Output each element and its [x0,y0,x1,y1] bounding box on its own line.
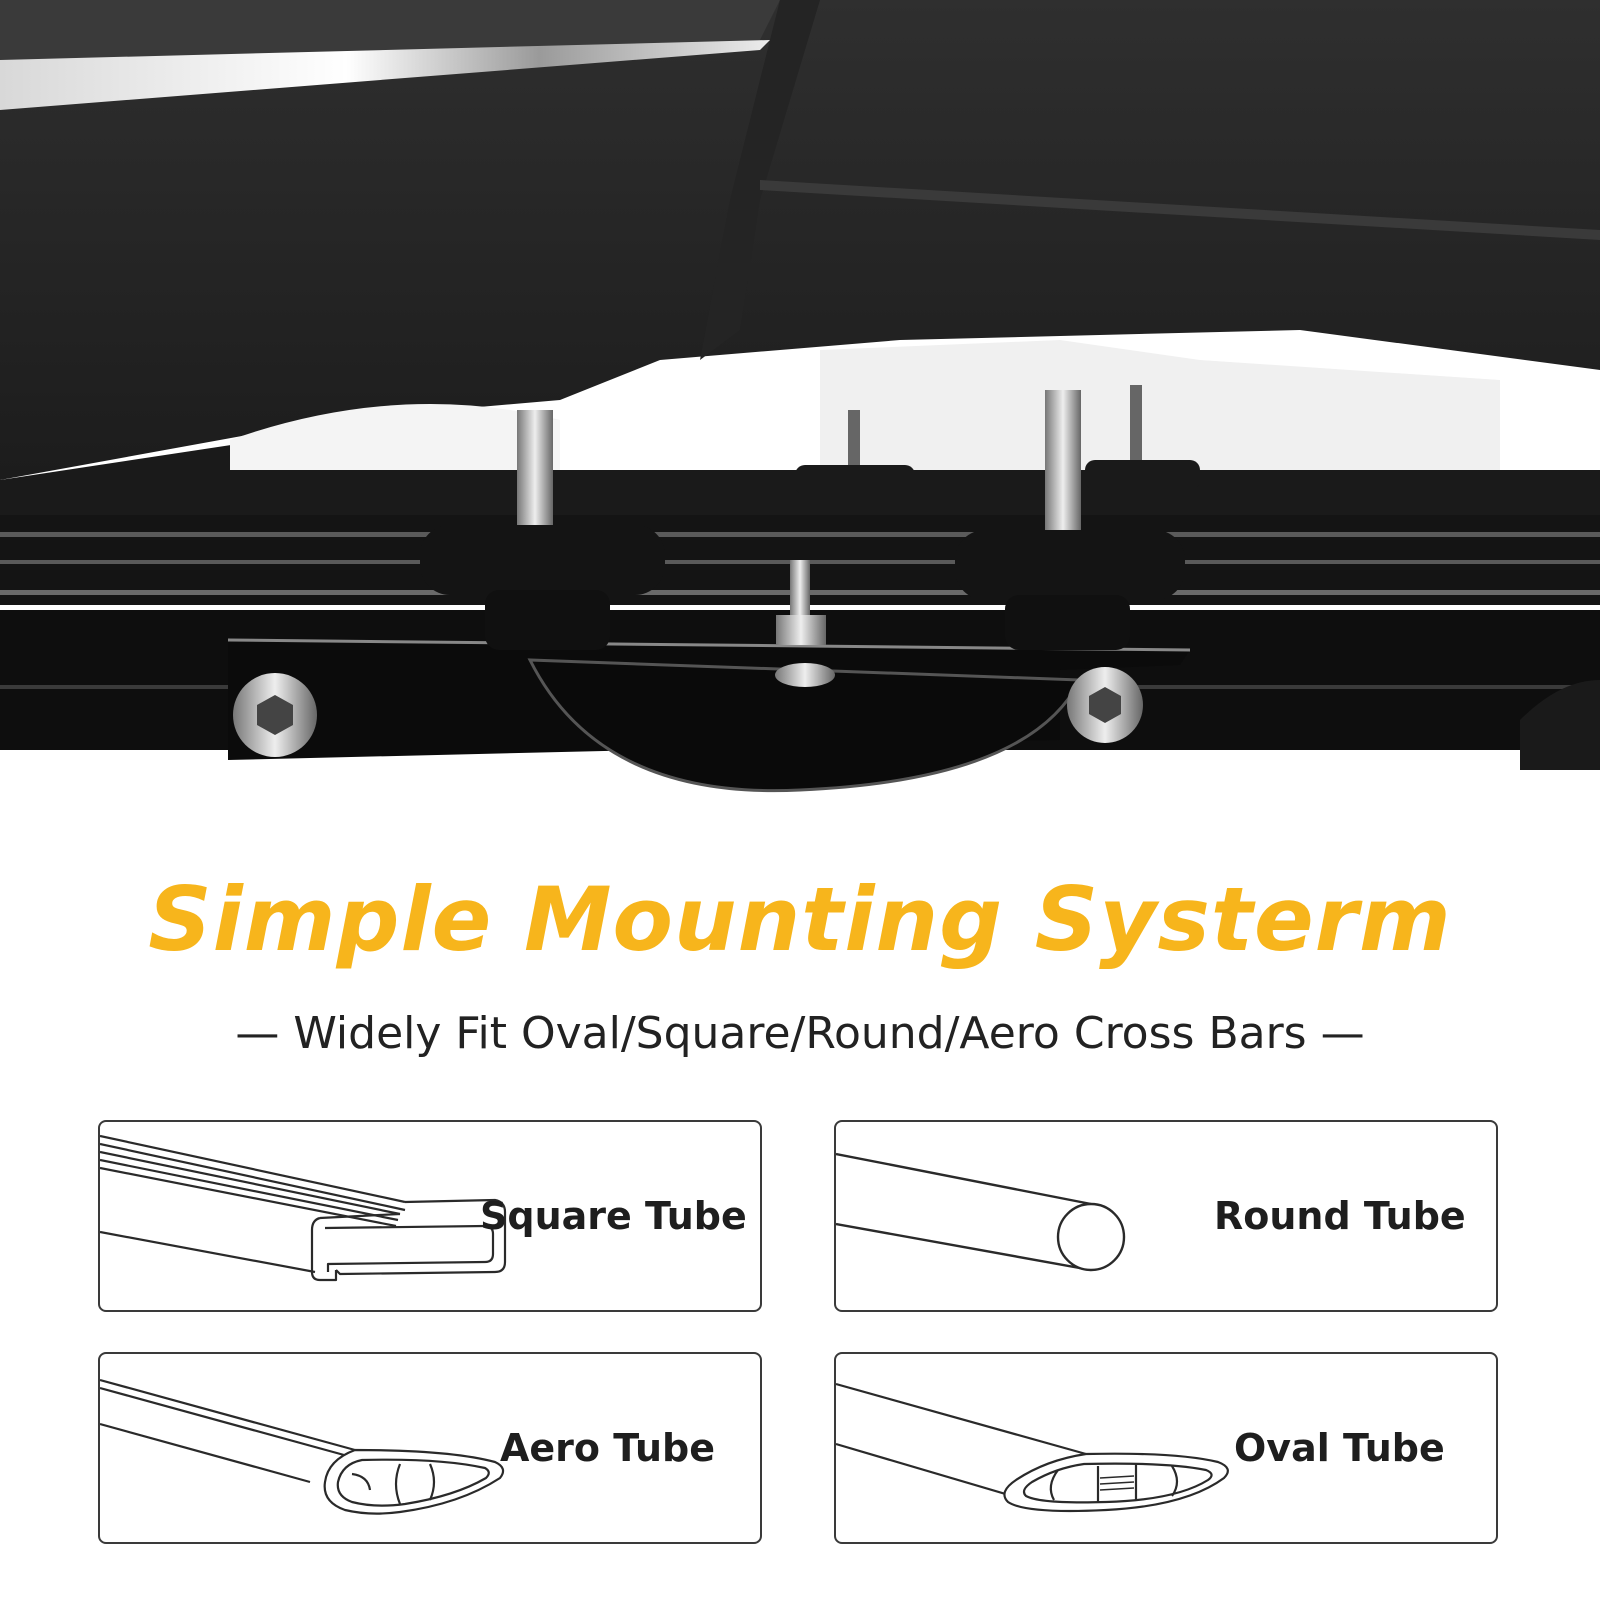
aero-tube-icon [100,1378,505,1515]
page-title: Simple Mounting Systerm [148,868,1452,971]
round-tube-icon [836,1152,1126,1272]
tube-card-aero: Aero Tube [98,1352,762,1544]
page-subtitle: — Widely Fit Oval/Square/Round/Aero Cros… [235,1008,1365,1059]
product-photo [0,0,1600,793]
tube-card-square: Square Tube [98,1120,762,1312]
tube-label-aero: Aero Tube [500,1426,716,1470]
tube-card-oval: Oval Tube [834,1352,1498,1544]
tube-label-round: Round Tube [1214,1194,1466,1238]
oval-tube-icon [836,1382,1229,1513]
tube-label-oval: Oval Tube [1234,1426,1445,1470]
tube-card-round: Round Tube [834,1120,1498,1312]
square-tube-icon [100,1134,507,1282]
tube-label-square: Square Tube [480,1194,747,1238]
